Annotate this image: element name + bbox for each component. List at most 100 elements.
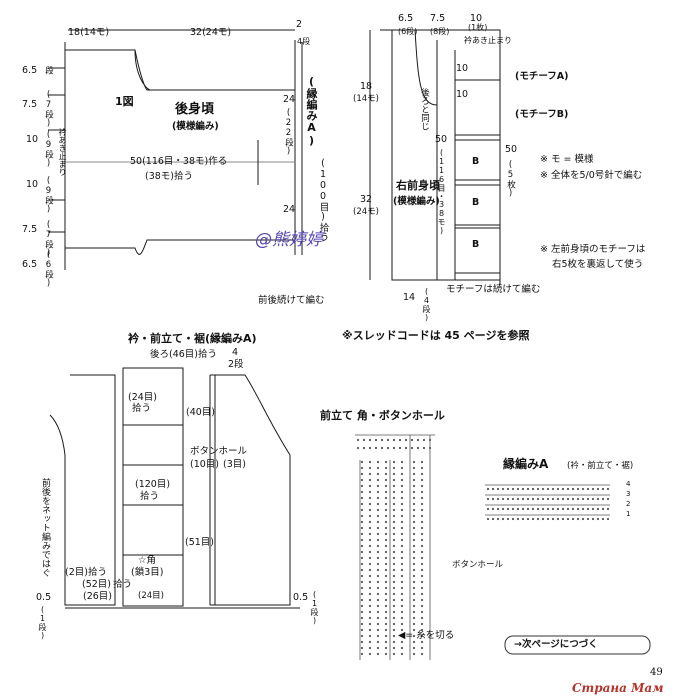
stitch-mark <box>506 497 510 501</box>
stitch-mark <box>412 472 416 476</box>
stitch-mark <box>400 640 404 644</box>
stitch-mark <box>384 520 388 524</box>
stitch-mark <box>541 487 545 491</box>
front-top-10: 10 <box>470 13 483 24</box>
stitch-mark <box>360 514 364 518</box>
stitch-mark <box>360 574 364 578</box>
stitch-mark <box>384 640 388 644</box>
back-left-7-5-top: 7.5 <box>22 99 38 110</box>
stitch-mark <box>420 460 424 464</box>
back-center-line2: (38モ)拾う <box>145 171 194 182</box>
stitch-mark <box>400 490 404 494</box>
stitch-mark <box>606 497 610 501</box>
stitch-mark <box>412 526 416 530</box>
stitch-mark <box>486 487 490 491</box>
stitch-mark <box>420 598 424 602</box>
stitch-mark <box>400 610 404 614</box>
stitch-mark <box>420 508 424 512</box>
stitch-mark <box>360 490 364 494</box>
front-b-1: B <box>472 156 480 167</box>
stitch-mark <box>386 438 390 442</box>
stitch-mark <box>374 438 378 442</box>
stitch-mark <box>376 460 380 464</box>
stitch-mark <box>412 502 416 506</box>
stitch-mark <box>360 544 364 548</box>
front-fifty-sub: (116目・38モ) <box>437 148 446 235</box>
next-page-link[interactable]: →次ページにつづく <box>514 639 598 650</box>
stitch-mark <box>360 496 364 500</box>
stitch-mark <box>422 438 426 442</box>
stitch-mark <box>392 610 396 614</box>
back-left-dan-1: (7段) <box>43 90 54 129</box>
stitch-mark <box>380 446 384 450</box>
stitch-mark <box>376 622 380 626</box>
stitch-mark <box>392 472 396 476</box>
stitch-mark <box>392 438 396 442</box>
stitch-mark <box>392 646 396 650</box>
band-corner: ☆角 <box>138 555 157 566</box>
stitch-mark <box>404 446 408 450</box>
stitch-mark <box>420 472 424 476</box>
stitch-mark <box>601 497 605 501</box>
front-ten-2: 10 <box>456 89 469 100</box>
stitch-mark <box>596 487 600 491</box>
stitch-mark <box>356 446 360 450</box>
stitch-mark <box>412 550 416 554</box>
stitch-mark <box>376 472 380 476</box>
stitch-mark <box>420 592 424 596</box>
stitch-mark <box>420 586 424 590</box>
stitch-mark <box>384 580 388 584</box>
stitch-mark <box>420 502 424 506</box>
stitch-mark <box>392 604 396 608</box>
stitch-mark <box>400 502 404 506</box>
back-left-dan-3: (9段) <box>43 176 54 215</box>
stitch-mark <box>420 574 424 578</box>
stitch-mark <box>384 568 388 572</box>
stitch-mark <box>412 478 416 482</box>
stitch-mark <box>571 487 575 491</box>
back-right-24b: 24 <box>283 204 296 215</box>
stitch-mark <box>392 652 396 656</box>
edging-row-1: 1 <box>626 510 631 518</box>
stitch-mark <box>420 532 424 536</box>
stitch-mark <box>400 472 404 476</box>
stitch-mark <box>400 628 404 632</box>
stitch-mark <box>571 497 575 501</box>
band-side: 前後をネット編みではぐ <box>40 478 50 577</box>
stitch-mark <box>420 610 424 614</box>
stitch-mark <box>501 517 505 521</box>
note-1: ※ モ = 模様 <box>540 154 594 165</box>
back-left-7-5-bottom: 7.5 <box>22 224 38 235</box>
stitch-mark <box>551 507 555 511</box>
stitch-mark <box>412 532 416 536</box>
stitch-mark <box>400 544 404 548</box>
stitch-mark <box>561 507 565 511</box>
stitch-mark <box>591 507 595 511</box>
edging-row-3: 3 <box>626 490 631 498</box>
stitch-mark <box>368 538 372 542</box>
stitch-mark <box>601 507 605 511</box>
stitch-mark <box>606 507 610 511</box>
front-fifty: 50 <box>435 134 448 145</box>
band-panel-outline <box>49 374 116 606</box>
stitch-mark <box>368 478 372 482</box>
stitch-mark <box>368 628 372 632</box>
back-right-100: (100目)拾う <box>317 158 329 242</box>
stitch-mark <box>356 438 360 442</box>
band-b05b: (1段) <box>38 605 47 640</box>
band-top-2dan: 2段 <box>228 359 244 370</box>
stitch-mark <box>412 586 416 590</box>
stitch-mark <box>392 514 396 518</box>
stitch-mark <box>384 628 388 632</box>
stitch-mark <box>531 497 535 501</box>
stitch-mark <box>392 592 396 596</box>
stitch-mark <box>516 487 520 491</box>
band-b24: (24目) <box>138 591 164 601</box>
stitch-mark <box>376 574 380 578</box>
stitch-mark <box>412 556 416 560</box>
stitch-mark <box>400 550 404 554</box>
stitch-mark <box>400 598 404 602</box>
stitch-mark <box>412 568 416 572</box>
stitch-mark <box>368 640 372 644</box>
stitch-mark <box>384 652 388 656</box>
